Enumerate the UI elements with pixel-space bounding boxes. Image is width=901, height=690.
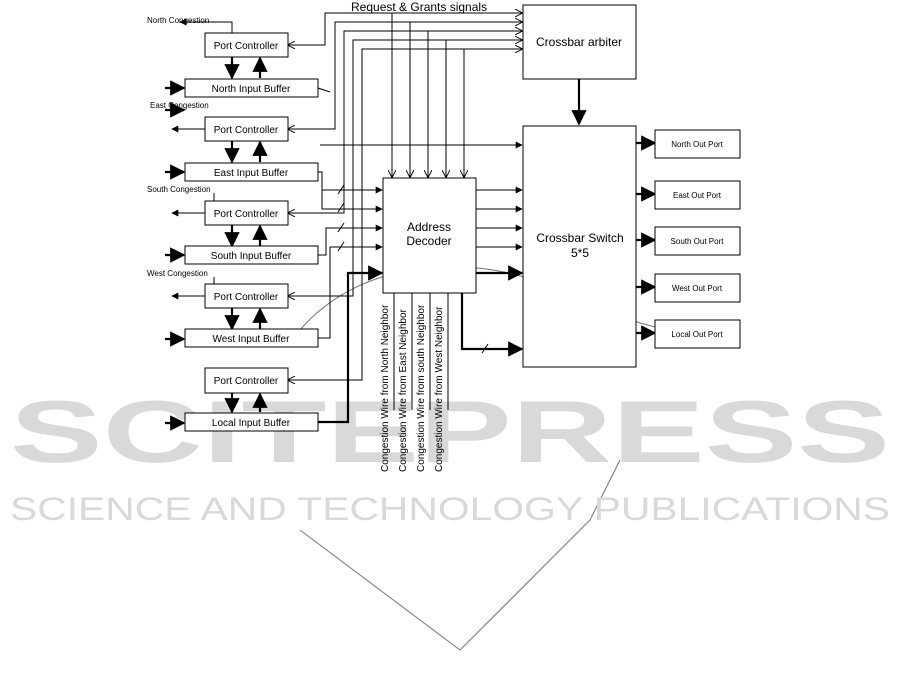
west-port-controller-box <box>204 283 289 309</box>
congestion-wire-south-label: Congestion Wire from south Neighbor <box>416 304 427 472</box>
buffer-to-decoder-wires <box>318 171 384 424</box>
south-port-controller-box <box>204 200 289 226</box>
east-out-port-label: East Out Port <box>673 191 722 200</box>
east-port-controller-box <box>204 116 289 142</box>
crossbar-arbiter-box <box>522 4 637 80</box>
north-congestion-arrow <box>179 18 233 33</box>
south-port-group: South Congestion Port Controller South I… <box>147 185 319 265</box>
south-out-port-box <box>654 226 741 256</box>
north-port-group: North Congestion Port Controller North I… <box>147 16 331 98</box>
east-port-group: East Congestion Port Controller East Inp… <box>150 101 319 182</box>
address-decoder-label-2: Decoder <box>406 234 451 248</box>
north-port-controller-box <box>204 32 289 58</box>
local-port-controller-box <box>204 367 289 394</box>
north-port-controller-label: Port Controller <box>214 41 279 52</box>
local-input-buffer-label: Local Input Buffer <box>212 418 291 429</box>
congestion-wire-west-label: Congestion Wire from West Neighbor <box>434 306 445 472</box>
west-out-port-label: West Out Port <box>672 284 723 293</box>
east-out-port-box <box>654 180 741 210</box>
west-port-group: West Congestion Port Controller West Inp… <box>147 269 319 348</box>
local-input-buffer-box <box>184 412 319 432</box>
local-port-group: Port Controller Local Input Buffer <box>165 367 319 432</box>
north-buffer-out-line <box>317 87 331 93</box>
north-congestion-label: North Congestion <box>147 16 209 25</box>
congestion-wire-north-label: Congestion Wire from North Neighbor <box>380 304 391 472</box>
crossbar-switch-size: 5*5 <box>571 246 589 260</box>
west-out-port-box <box>654 273 741 303</box>
north-out-port-box <box>654 129 741 159</box>
crossbar-switch-box <box>522 125 637 368</box>
watermark-tagline: SCIENCE AND TECHNOLOGY PUBLICATIONS <box>10 491 890 527</box>
west-congestion-label: West Congestion <box>147 269 208 278</box>
request-grants-label: Request & Grants signals <box>351 0 487 14</box>
west-input-buffer-label: West Input Buffer <box>213 334 291 345</box>
local-port-controller-label: Port Controller <box>214 376 279 387</box>
east-input-buffer-box <box>184 162 319 182</box>
out-ports: North Out Port East Out Port South Out P… <box>636 129 741 349</box>
local-out-port-box <box>654 319 741 349</box>
address-decoder-label-1: Address <box>407 220 451 234</box>
crossbar-switch-label: Crossbar Switch <box>536 231 623 245</box>
east-input-buffer-label: East Input Buffer <box>214 168 289 179</box>
north-input-buffer-label: North Input Buffer <box>212 84 291 95</box>
watermark-brand: SCITEPRESS <box>10 382 890 481</box>
east-congestion-label: East Congestion <box>150 101 209 110</box>
congestion-wire-labels: Congestion Wire from North Neighbor Cong… <box>380 304 445 472</box>
request-grant-wires <box>288 13 522 380</box>
south-input-buffer-label: South Input Buffer <box>211 251 292 262</box>
east-port-controller-label: Port Controller <box>214 125 279 136</box>
congestion-wire-east-label: Congestion Wire from East Neighbor <box>398 308 409 472</box>
west-input-buffer-box <box>184 328 319 348</box>
west-port-controller-label: Port Controller <box>214 292 279 303</box>
crossbar-arbiter-label: Crossbar arbiter <box>536 35 622 49</box>
local-out-port-label: Local Out Port <box>671 330 723 339</box>
south-input-buffer-box <box>184 245 319 265</box>
south-port-controller-label: Port Controller <box>214 209 279 220</box>
south-congestion-label: South Congestion <box>147 185 211 194</box>
north-out-port-label: North Out Port <box>671 140 723 149</box>
south-out-port-label: South Out Port <box>671 237 725 246</box>
watermark: SCITEPRESS SCIENCE AND TECHNOLOGY PUBLIC… <box>10 266 890 651</box>
